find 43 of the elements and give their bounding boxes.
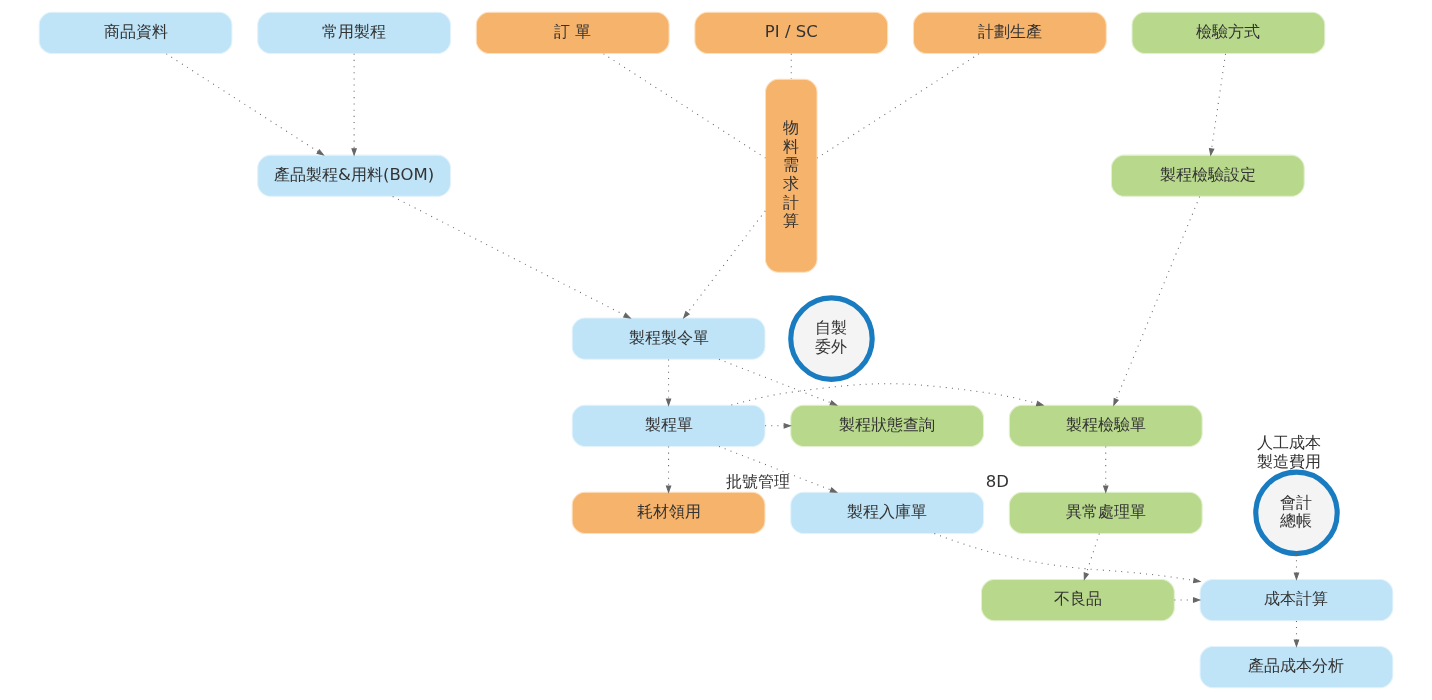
node-box: 製程製令單 xyxy=(571,317,766,360)
node-box: 製程狀態查詢 xyxy=(790,404,985,447)
arrow xyxy=(933,533,1202,584)
node-label: 人工成本 xyxy=(1256,433,1321,453)
arrow xyxy=(665,358,672,407)
node-box: 物料需求計算 xyxy=(764,78,818,273)
node-box: 檢驗方式 xyxy=(1131,11,1326,55)
arrow xyxy=(392,196,632,319)
arrow xyxy=(718,358,839,406)
node-box: 製程單 xyxy=(571,404,766,447)
node-label: 製造費用 xyxy=(1256,451,1321,471)
arrow xyxy=(165,53,325,156)
node-box: 常用製程 xyxy=(257,11,452,55)
arrow xyxy=(718,445,839,493)
node-box: 產品製程&用料(BOM) xyxy=(257,154,452,197)
arrow xyxy=(351,53,357,157)
node-box: 異常處理單 xyxy=(1008,491,1203,535)
arrow xyxy=(1173,597,1202,603)
arrow xyxy=(1293,553,1300,581)
node-box: 不良品 xyxy=(980,578,1175,622)
node-label: 批號管理 xyxy=(725,471,790,491)
arrow xyxy=(1083,533,1100,581)
node-circle: 會計總帳 xyxy=(1253,469,1340,557)
connector xyxy=(603,53,766,159)
node-label: 8D xyxy=(985,471,1010,491)
arrow xyxy=(730,383,1045,407)
connector xyxy=(816,53,980,159)
arrow xyxy=(764,422,792,429)
node-box: 製程檢驗設定 xyxy=(1110,154,1305,197)
node-box: 成本計算 xyxy=(1199,578,1394,622)
node-box: 訂 單 xyxy=(475,11,670,55)
arrow xyxy=(1113,196,1201,407)
node-box: 計劃生產 xyxy=(912,11,1107,55)
arrow xyxy=(682,210,766,319)
node-box: 商品資料 xyxy=(38,11,233,55)
node-box: 製程檢驗單 xyxy=(1008,404,1203,447)
node-box: 產品成本分析 xyxy=(1199,645,1394,689)
arrow xyxy=(1208,53,1227,157)
arrow xyxy=(1293,620,1300,648)
node-circle: 自製委外 xyxy=(788,295,875,382)
node-box: 製程入庫單 xyxy=(790,491,985,535)
node-box: 耗材領用 xyxy=(571,491,766,535)
node-box: PI / SC xyxy=(694,11,889,55)
